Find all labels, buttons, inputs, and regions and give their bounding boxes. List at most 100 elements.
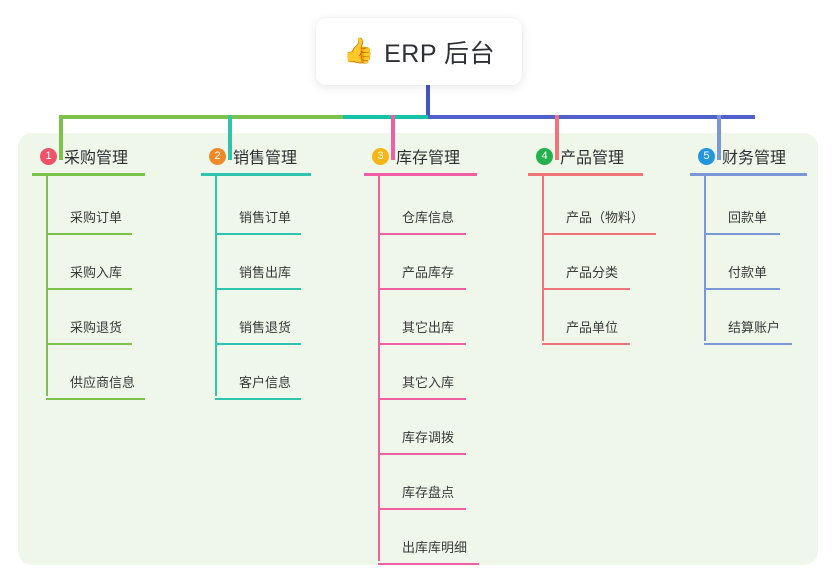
- leaf-label: 出库库明细: [402, 540, 468, 555]
- leaf-item[interactable]: 产品分类: [542, 235, 643, 290]
- leaf-item[interactable]: 销售订单: [215, 180, 311, 235]
- diagram-panel: [18, 133, 818, 565]
- bus-segment-c: [428, 115, 755, 119]
- drop-connector-2: [228, 115, 232, 160]
- column-badge-4: 4: [536, 147, 553, 165]
- branch-spine-5: [704, 176, 706, 341]
- column-title-5: 财务管理: [722, 150, 787, 167]
- column-badge-3: 3: [372, 147, 389, 165]
- leaf-rule: [46, 343, 132, 345]
- leaf-label: 其它入库: [402, 375, 455, 390]
- leaf-label: 销售订单: [239, 210, 292, 225]
- column-header-4[interactable]: 4 产品管理: [528, 145, 643, 167]
- leaf-label: 付款单: [728, 265, 768, 280]
- leaf-rule: [378, 233, 466, 235]
- leaf-rule: [215, 343, 301, 345]
- column-header-3[interactable]: 3 库存管理: [364, 145, 477, 167]
- branch-spine-3: [378, 176, 380, 561]
- leaf-rule: [378, 453, 466, 455]
- column-header-rule-4: [528, 173, 643, 176]
- leaf-rule: [378, 288, 466, 290]
- column-badge-1: 1: [40, 147, 57, 165]
- leaf-label: 产品库存: [402, 265, 455, 280]
- leaf-label: 客户信息: [239, 375, 292, 390]
- leaf-item[interactable]: 出库库明细: [378, 510, 479, 565]
- column-header-rule-2: [201, 173, 311, 176]
- branch-spine-2: [215, 176, 217, 396]
- leaf-rule: [215, 398, 301, 400]
- leaf-item[interactable]: 库存调拨: [378, 400, 477, 455]
- leaf-rule: [378, 343, 466, 345]
- leaf-label: 结算账户: [728, 320, 781, 335]
- column-title-3: 库存管理: [396, 150, 461, 167]
- drop-connector-4: [555, 115, 559, 160]
- column-title-4: 产品管理: [560, 150, 625, 167]
- leaf-label: 产品单位: [566, 320, 619, 335]
- leaf-item[interactable]: 采购退货: [46, 290, 145, 345]
- column-branch-1: 采购订单采购入库采购退货供应商信息: [46, 176, 145, 400]
- bus-segment-b: [343, 115, 428, 119]
- column-header-rule-5: [690, 173, 807, 176]
- leaf-rule: [215, 288, 301, 290]
- leaf-label: 销售退货: [239, 320, 292, 335]
- column-title-2: 销售管理: [233, 150, 298, 167]
- leaf-rule: [542, 343, 630, 345]
- branch-spine-4: [542, 176, 544, 341]
- drop-connector-3: [391, 115, 395, 160]
- leaf-rule: [215, 233, 301, 235]
- leaf-label: 库存调拨: [402, 430, 455, 445]
- leaf-label: 采购订单: [70, 210, 123, 225]
- leaf-item[interactable]: 产品库存: [378, 235, 477, 290]
- leaf-rule: [704, 343, 792, 345]
- branch-spine-1: [46, 176, 48, 396]
- thumbs-up-icon: 👍: [342, 37, 375, 65]
- column-branch-3: 仓库信息产品库存其它出库其它入库库存调拨库存盘点出库库明细: [378, 176, 479, 565]
- root-stem-connector: [426, 85, 430, 118]
- leaf-rule: [46, 398, 145, 400]
- leaf-item[interactable]: 结算账户: [704, 290, 807, 345]
- leaf-item[interactable]: 采购入库: [46, 235, 145, 290]
- column-3: 3 库存管理仓库信息产品库存其它出库其它入库库存调拨库存盘点出库库明细: [364, 145, 479, 565]
- column-header-rule-3: [364, 173, 477, 176]
- leaf-item[interactable]: 客户信息: [215, 345, 311, 400]
- column-branch-4: 产品（物料） 产品分类产品单位: [542, 176, 656, 345]
- leaf-item[interactable]: 采购订单: [46, 180, 145, 235]
- leaf-item[interactable]: 其它入库: [378, 345, 477, 400]
- leaf-item[interactable]: 产品单位: [542, 290, 643, 345]
- leaf-item[interactable]: 仓库信息: [378, 180, 477, 235]
- leaf-label: 供应商信息: [70, 375, 136, 390]
- leaf-label: 回款单: [728, 210, 768, 225]
- column-2: 2 销售管理销售订单销售出库销售退货客户信息: [201, 145, 311, 400]
- leaf-item[interactable]: 付款单: [704, 235, 807, 290]
- leaf-item[interactable]: 产品（物料）: [542, 180, 656, 235]
- bus-segment-a: [59, 115, 343, 119]
- root-node-title: ERP 后台: [384, 39, 496, 68]
- leaf-item[interactable]: 其它出库: [378, 290, 477, 345]
- leaf-label: 采购入库: [70, 265, 123, 280]
- leaf-item[interactable]: 供应商信息: [46, 345, 145, 400]
- drop-connector-1: [59, 115, 63, 160]
- column-header-rule-1: [32, 173, 145, 176]
- column-badge-2: 2: [209, 147, 226, 165]
- leaf-item[interactable]: 回款单: [704, 180, 807, 235]
- leaf-label: 产品（物料）: [566, 210, 645, 225]
- column-branch-5: 回款单付款单结算账户: [704, 176, 807, 345]
- leaf-item[interactable]: 销售出库: [215, 235, 311, 290]
- root-node-card[interactable]: 👍 ERP 后台: [316, 18, 522, 85]
- leaf-label: 产品分类: [566, 265, 619, 280]
- leaf-rule: [46, 288, 132, 290]
- leaf-rule: [704, 233, 780, 235]
- column-header-2[interactable]: 2 销售管理: [201, 145, 311, 167]
- leaf-label: 销售出库: [239, 265, 292, 280]
- leaf-rule: [46, 233, 132, 235]
- leaf-label: 采购退货: [70, 320, 123, 335]
- leaf-item[interactable]: 销售退货: [215, 290, 311, 345]
- leaf-item[interactable]: 库存盘点: [378, 455, 477, 510]
- column-branch-2: 销售订单销售出库销售退货客户信息: [215, 176, 311, 400]
- drop-connector-5: [717, 115, 721, 160]
- leaf-rule: [378, 508, 466, 510]
- leaf-label: 库存盘点: [402, 485, 455, 500]
